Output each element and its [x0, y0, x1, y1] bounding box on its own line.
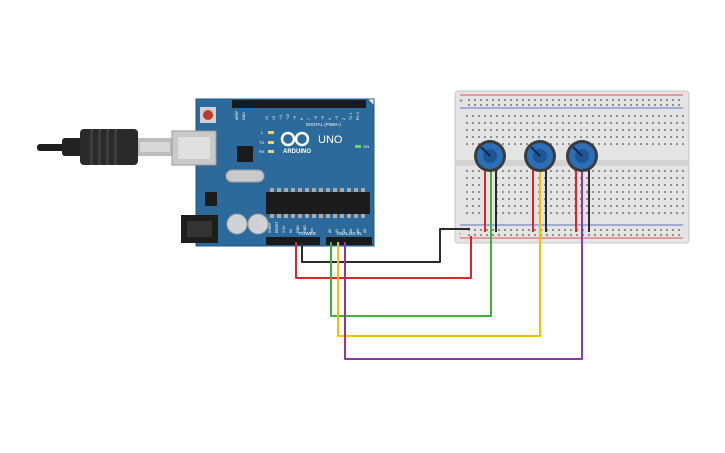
analog-pin-label: A2: [342, 229, 346, 233]
aref-label: AREF: [235, 111, 239, 120]
power-pin-label: GND: [303, 225, 307, 233]
analog-pin-label: A1: [335, 229, 339, 233]
analog-header-strip: [326, 237, 372, 245]
potentiometer-3: [566, 140, 598, 172]
led-tx-label: TX: [259, 140, 264, 145]
digital-header: [232, 100, 366, 108]
digital-pin-label: 4: [328, 118, 332, 120]
connection-wires: [295, 228, 583, 360]
led-rx-icon: [268, 150, 274, 153]
model-label: UNO: [318, 134, 343, 146]
led-l-label: L: [261, 130, 264, 135]
analog-header-label: ANALOG IN: [337, 231, 362, 236]
wire-a0: [330, 232, 492, 317]
digital-pin-label: 2: [342, 118, 346, 120]
rail-minus-label: -: [459, 231, 462, 238]
digital-pin-label: RX 0: [356, 112, 360, 120]
led-tx-icon: [268, 141, 274, 144]
crystal-oscillator: [225, 169, 265, 183]
analog-pin-label: A5: [363, 229, 367, 233]
digital-pin-label: TX 1: [349, 113, 353, 120]
digital-pin-label: 8: [300, 118, 304, 120]
wire-a1: [337, 232, 541, 337]
capacitor: [226, 213, 248, 235]
usb-cable: [37, 129, 172, 165]
potentiometer-2: [524, 140, 556, 172]
gnd-label: GND: [242, 112, 246, 120]
arduino-board: ARDUINO UNO L TX RX ON DIGITAL (PWM~) PO…: [171, 98, 375, 247]
wire-gnd: [301, 228, 470, 263]
digital-pin-label: 7: [307, 118, 311, 120]
power-pin-label: IOREF: [268, 222, 272, 233]
digital-pin-label: ~6: [314, 116, 318, 120]
digital-pin-label: ~9: [293, 116, 297, 120]
digital-pin-label: ~3: [335, 116, 339, 120]
led-on-icon: [355, 145, 361, 148]
breadboard-wires: [484, 170, 590, 232]
atmega-chip: [266, 192, 370, 214]
analog-pin-label: A0: [328, 229, 332, 233]
digital-pin-label: ~11: [279, 114, 283, 120]
digital-pin-label: ~10: [286, 114, 290, 120]
wire-5v: [295, 236, 472, 279]
led-on-label: ON: [363, 144, 369, 149]
analog-pin-label: A3: [349, 229, 353, 233]
led-rx-label: RX: [259, 149, 265, 154]
arduino-logo-icon: [280, 131, 310, 147]
rail-plus-label: +: [459, 98, 463, 105]
capacitor: [247, 213, 269, 235]
wire-a2: [344, 232, 583, 360]
potentiometer-1: [474, 140, 506, 172]
digital-pin-label: 13: [265, 116, 269, 120]
brand-label: ARDUINO: [283, 149, 311, 155]
digital-pin-label: ~5: [321, 116, 325, 120]
usb-chip: [237, 146, 253, 162]
digital-pin-label: 12: [272, 116, 276, 120]
power-header-strip: [266, 237, 320, 245]
power-pin-label: GND: [296, 225, 300, 233]
analog-pin-label: A4: [356, 229, 360, 233]
power-pin-label: Vin: [310, 228, 314, 233]
power-pin-label: 5V: [289, 228, 293, 233]
power-pin-label: RESET: [275, 220, 279, 233]
voltage-regulator: [205, 192, 217, 206]
digital-header-label: DIGITAL (PWM~): [306, 122, 341, 127]
power-pin-label: 3.3V: [282, 225, 286, 233]
led-l-icon: [268, 131, 274, 134]
power-header-label: POWER: [299, 231, 317, 236]
